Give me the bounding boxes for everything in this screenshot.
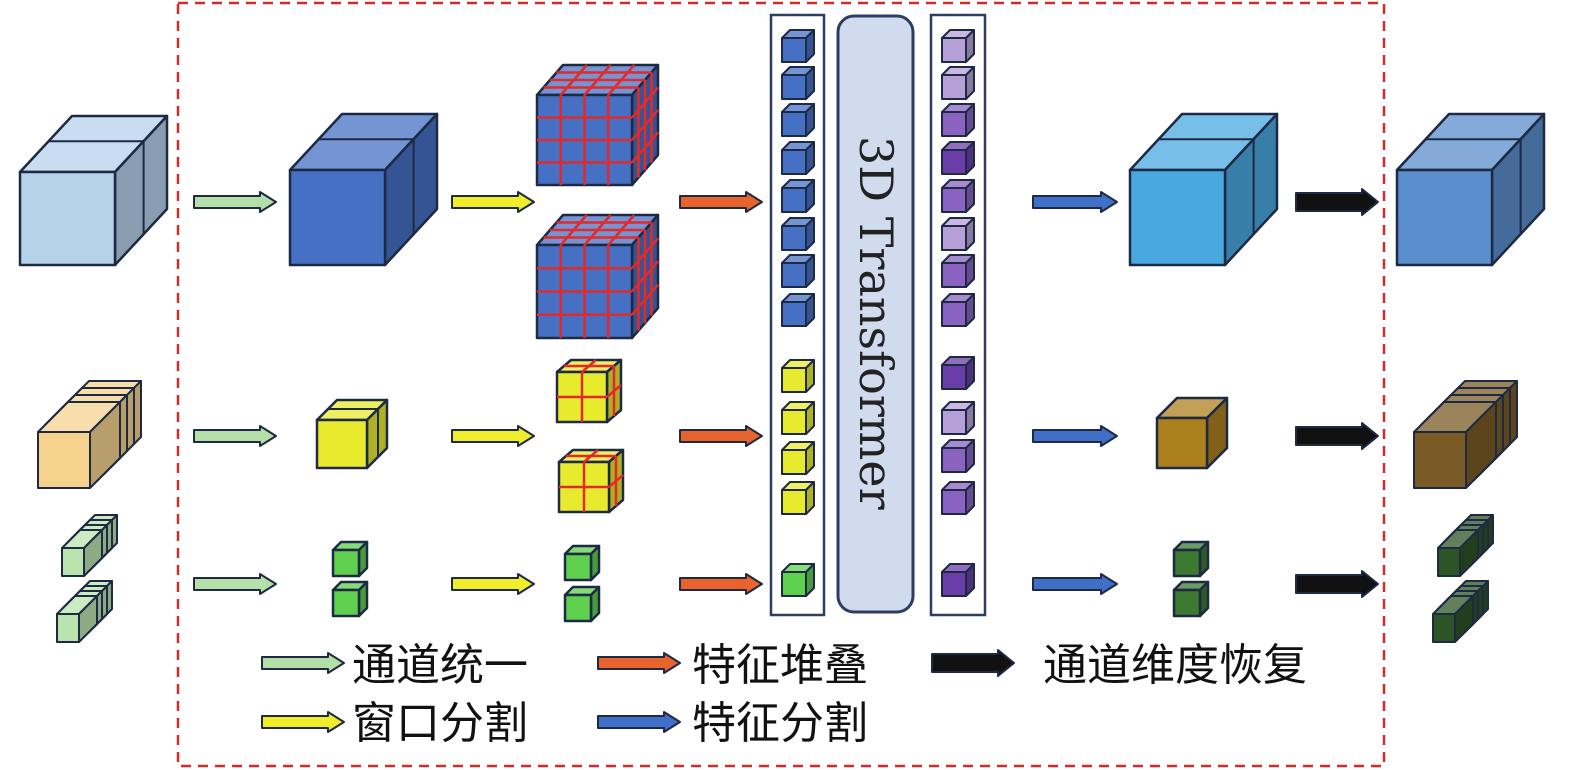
dashed-frame bbox=[176, 1, 1386, 768]
cube-icon bbox=[315, 398, 389, 470]
cube-icon bbox=[941, 439, 975, 473]
arrows-layer bbox=[193, 188, 1379, 598]
arrow-icon bbox=[1032, 573, 1118, 595]
arrow-icon bbox=[931, 649, 1015, 677]
cube-icon bbox=[535, 213, 660, 340]
cube-icon bbox=[288, 112, 439, 267]
cube-icon bbox=[1395, 112, 1546, 267]
transformer-block bbox=[836, 14, 915, 614]
cube-icon bbox=[941, 293, 975, 327]
cube-icon bbox=[1155, 396, 1229, 470]
cube-icon bbox=[781, 29, 815, 63]
arrow-icon bbox=[679, 191, 763, 213]
legend-channel-restore: 通道维度恢复 bbox=[1043, 640, 1307, 691]
cube-icon bbox=[1413, 401, 1497, 489]
transformer-label: 3D Transformer bbox=[849, 136, 903, 510]
legend-channel-unify: 通道统一 bbox=[352, 640, 528, 691]
arrow-icon bbox=[451, 191, 535, 213]
cube-icon bbox=[781, 401, 815, 435]
cube-icon bbox=[18, 114, 169, 267]
arrow-icon bbox=[1295, 188, 1379, 216]
cube-icon bbox=[781, 254, 815, 288]
arrow-icon bbox=[1295, 570, 1379, 598]
cube-icon bbox=[941, 179, 975, 213]
token-column-left bbox=[769, 13, 826, 617]
cube-icon bbox=[941, 29, 975, 63]
cube-icon bbox=[37, 401, 121, 489]
token-column-right bbox=[929, 13, 987, 617]
legend-arrows bbox=[261, 649, 1015, 733]
cube-icon bbox=[1432, 595, 1474, 643]
cube-icon bbox=[941, 103, 975, 137]
cube-icon bbox=[331, 580, 369, 618]
cube-icon bbox=[941, 563, 975, 597]
arrow-icon bbox=[193, 191, 277, 213]
cube-icon bbox=[941, 254, 975, 288]
arrow-icon bbox=[193, 425, 277, 447]
cube-icon bbox=[781, 293, 815, 327]
cubes-layer bbox=[18, 29, 1546, 643]
arrow-icon bbox=[679, 573, 763, 595]
arrow-icon bbox=[597, 711, 681, 733]
arrow-icon bbox=[1032, 191, 1118, 213]
cube-icon bbox=[563, 544, 601, 582]
cube-icon bbox=[781, 141, 815, 175]
cube-icon bbox=[1437, 529, 1479, 577]
arrow-icon bbox=[1295, 422, 1379, 450]
cube-icon bbox=[781, 481, 815, 515]
cube-icon bbox=[61, 529, 103, 577]
cube-icon bbox=[781, 441, 815, 475]
cube-icon bbox=[535, 63, 660, 187]
cube-icon bbox=[941, 217, 975, 251]
arrow-icon bbox=[597, 652, 681, 674]
legend-feature-stack: 特征堆叠 bbox=[692, 640, 868, 691]
cube-icon bbox=[1172, 540, 1210, 578]
cube-icon bbox=[557, 448, 625, 514]
legend-window-split: 窗口分割 bbox=[352, 698, 528, 749]
cube-icon bbox=[781, 66, 815, 100]
legend: 通道统一 特征堆叠 通道维度恢复 窗口分割 特征分割 bbox=[261, 640, 1307, 749]
cube-icon bbox=[941, 481, 975, 515]
cube-icon bbox=[563, 585, 601, 623]
cube-icon bbox=[941, 356, 975, 390]
cube-icon bbox=[781, 103, 815, 137]
cube-icon bbox=[781, 563, 815, 597]
arrow-icon bbox=[261, 652, 345, 674]
arrow-icon bbox=[1032, 425, 1118, 447]
cube-icon bbox=[555, 358, 623, 424]
cube-icon bbox=[941, 401, 975, 435]
cube-icon bbox=[781, 217, 815, 251]
cube-icon bbox=[941, 66, 975, 100]
cube-icon bbox=[781, 179, 815, 213]
cube-icon bbox=[331, 540, 369, 578]
arrow-icon bbox=[451, 425, 535, 447]
cube-icon bbox=[1128, 112, 1279, 267]
cube-icon bbox=[56, 595, 98, 643]
arrow-icon bbox=[679, 425, 763, 447]
arrow-icon bbox=[193, 573, 277, 595]
arrow-icon bbox=[451, 573, 535, 595]
cube-icon bbox=[1172, 580, 1210, 618]
cube-icon bbox=[781, 359, 815, 393]
cube-icon bbox=[941, 141, 975, 175]
arrow-icon bbox=[261, 711, 345, 733]
legend-feature-split: 特征分割 bbox=[692, 698, 868, 749]
